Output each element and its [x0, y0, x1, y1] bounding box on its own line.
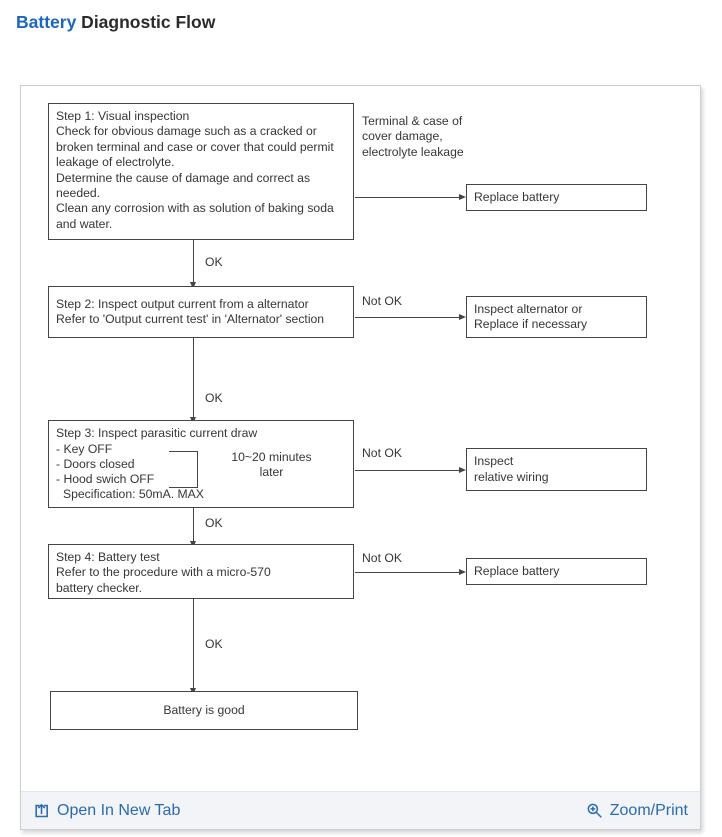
- zoom-print-label: Zoom/Print: [609, 801, 688, 819]
- open-in-new-tab-label: Open In New Tab: [57, 801, 181, 819]
- step3-item-key-off: - Key OFF: [56, 442, 113, 456]
- zoom-plus-icon: [586, 802, 603, 819]
- ok-label-2: OK: [205, 391, 223, 405]
- step3-item-doors-closed: - Doors closed: [56, 457, 135, 471]
- arrow-step3-to-step4: [189, 508, 196, 548]
- step1-box: Step 1: Visual inspection Check for obvi…: [48, 103, 354, 240]
- arrow-step2-to-alternator: [355, 313, 466, 320]
- page-title: Battery Diagnostic Flow: [16, 12, 215, 33]
- arrow-step2-to-step3: [189, 338, 196, 424]
- page-title-keyword: Battery: [16, 12, 77, 32]
- ok-label-1: OK: [205, 255, 223, 269]
- arrow-step1-to-step2: [189, 240, 196, 289]
- diagram-panel: Step 1: Visual inspection Check for obvi…: [20, 85, 701, 830]
- outcome-inspect-alternator: Inspect alternator or Replace if necessa…: [466, 296, 647, 338]
- open-in-new-tab-icon: [33, 802, 50, 819]
- arrow-step4-to-replace: [355, 568, 466, 575]
- outcome-replace-battery-1: Replace battery: [466, 184, 647, 211]
- zoom-print-link[interactable]: Zoom/Print: [586, 802, 688, 820]
- viewer-footer: Open In New Tab Zoom/Print: [21, 791, 700, 829]
- step4-box: Step 4: Battery test Refer to the proced…: [48, 544, 354, 599]
- not-ok-label-3: Not OK: [362, 551, 402, 565]
- not-ok-label-2: Not OK: [362, 446, 402, 460]
- arrow-step3-to-wiring: [355, 466, 466, 473]
- step3-item-hood-switch: - Hood swich OFF: [56, 472, 155, 486]
- arrow-step4-to-final: [189, 599, 196, 695]
- outcome-inspect-wiring: Inspect relative wiring: [466, 448, 647, 491]
- step1-side-note: Terminal & case of cover damage, electro…: [362, 114, 464, 159]
- not-ok-label-1: Not OK: [362, 294, 402, 308]
- step3-spec: Specification: 50mA. MAX: [63, 487, 204, 501]
- arrow-step1-to-replace: [355, 193, 466, 200]
- ok-label-4: OK: [205, 637, 223, 651]
- step3-box: Step 3: Inspect parasitic current draw -…: [48, 420, 354, 508]
- step3-bracket: [169, 451, 198, 488]
- step3-title: Step 3: Inspect parasitic current draw: [56, 426, 258, 440]
- outcome-replace-battery-2: Replace battery: [466, 558, 647, 585]
- open-in-new-tab-link[interactable]: Open In New Tab: [33, 802, 180, 820]
- step2-box: Step 2: Inspect output current from a al…: [48, 286, 354, 338]
- page-title-rest: Diagnostic Flow: [76, 12, 216, 32]
- step3-timing: 10~20 minutes later: [231, 449, 312, 479]
- ok-label-3: OK: [205, 516, 223, 530]
- final-box-battery-good: Battery is good: [50, 691, 358, 730]
